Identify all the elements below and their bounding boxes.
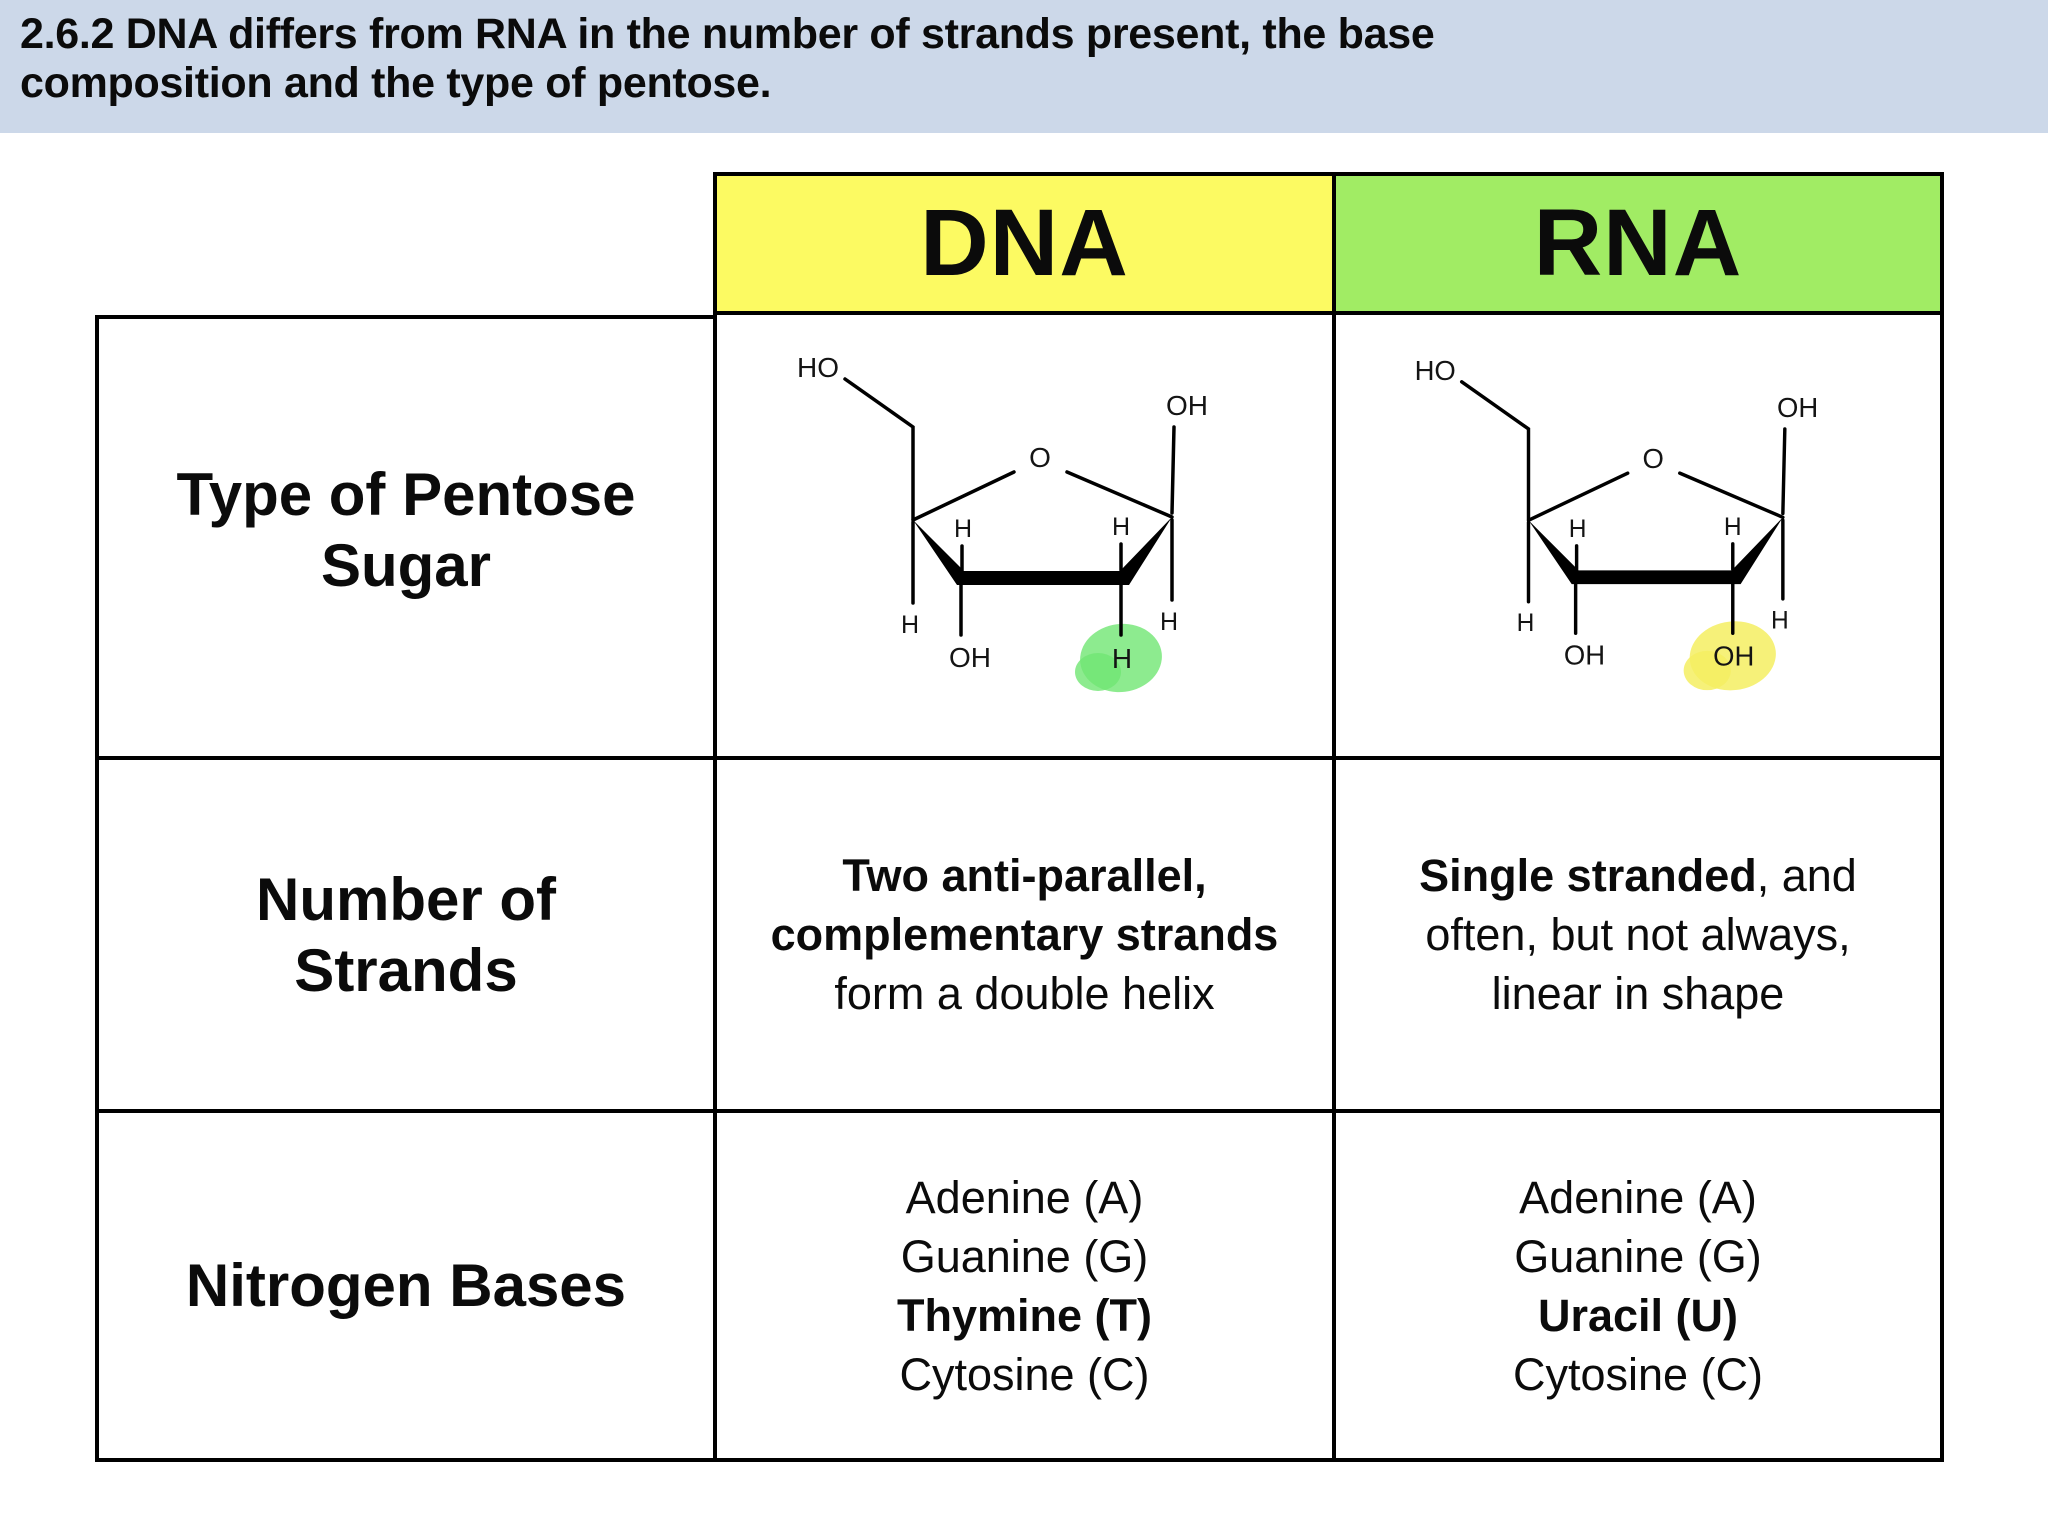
header-label-rna: RNA xyxy=(1533,190,1743,296)
comparison-table: DNA RNA Type of Pentose Sugar xyxy=(95,172,1944,1462)
label-c2-highlighted: H xyxy=(1112,643,1132,674)
bond-lines xyxy=(843,377,1176,637)
cell-dna-pentose: HO O OH H H H OH H H xyxy=(713,315,1332,760)
label-h-ring-right: H xyxy=(1112,513,1130,541)
label-oh-c3: OH xyxy=(949,642,991,673)
cell-rna-pentose: HO O OH H H H OH OH H xyxy=(1332,315,1944,760)
dna-base-thymine: Thymine (T) xyxy=(897,1289,1152,1341)
rna-strands-line-1: Single stranded, and xyxy=(1419,846,1857,905)
ring-bold-wedge xyxy=(913,517,1172,585)
title-banner: 2.6.2 DNA differs from RNA in the number… xyxy=(0,0,2048,133)
cell-rna-bases: Adenine (A) Guanine (G) Uracil (U) Cytos… xyxy=(1332,1113,1944,1462)
rna-strands-rest: , and xyxy=(1756,850,1857,901)
header-label-dna: DNA xyxy=(920,190,1129,296)
label-h-c1: H xyxy=(1771,607,1789,634)
dna-strands-line-2: complementary strands xyxy=(770,909,1279,960)
label-h-ring-left: H xyxy=(954,515,972,543)
rna-strands-bold: Single stranded xyxy=(1419,850,1757,901)
label-h-ring-left: H xyxy=(1569,516,1587,543)
rna-base-adenine: Adenine (A) xyxy=(1519,1171,1757,1223)
rna-base-uracil: Uracil (U) xyxy=(1537,1289,1739,1341)
label-h-c4: H xyxy=(1517,610,1535,637)
ribose-structure: HO O OH H H H OH OH H xyxy=(1415,355,1818,691)
cell-dna-strands: Two anti-parallel, complementary strands… xyxy=(713,760,1332,1113)
dna-strands-line-1: Two anti-parallel, xyxy=(842,850,1207,901)
row-label-pentose-line-2: Sugar xyxy=(320,532,492,599)
rna-strands-line-2: often, but not always, xyxy=(1425,909,1851,960)
rna-base-cytosine: Cytosine (C) xyxy=(1512,1348,1764,1400)
header-cell-rna: RNA xyxy=(1332,172,1944,315)
slide-title-line-1: 2.6.2 DNA differs from RNA in the number… xyxy=(20,10,1435,58)
label-ho: HO xyxy=(797,352,839,383)
header-cell-dna: DNA xyxy=(713,172,1332,315)
slide-title-line-2: composition and the type of pentose. xyxy=(20,59,772,107)
row-label-pentose: Type of Pentose Sugar xyxy=(95,315,713,760)
row-label-strands-line-2: Strands xyxy=(294,936,518,1004)
label-oh-c3: OH xyxy=(1564,640,1605,671)
highlight-blob-dna xyxy=(1075,623,1162,693)
label-h-c1: H xyxy=(1160,608,1178,636)
label-ring-oxygen: O xyxy=(1029,442,1051,473)
label-oh-top: OH xyxy=(1777,392,1818,423)
dna-strands-line-3: form a double helix xyxy=(834,968,1215,1019)
row-label-strands-line-1: Number of xyxy=(256,865,556,933)
rna-strands-line-3: linear in shape xyxy=(1491,968,1785,1019)
bond-lines xyxy=(1459,380,1787,635)
label-ring-oxygen: O xyxy=(1643,443,1664,474)
label-h-ring-right: H xyxy=(1724,514,1742,541)
dna-base-adenine: Adenine (A) xyxy=(905,1171,1144,1223)
label-h-c4: H xyxy=(901,611,919,639)
deoxyribose-structure: HO O OH H H H OH H H xyxy=(797,352,1208,693)
row-label-bases: Nitrogen Bases xyxy=(95,1113,713,1462)
dna-base-cytosine: Cytosine (C) xyxy=(899,1348,1150,1400)
label-c2-highlighted: OH xyxy=(1713,641,1754,672)
row-label-bases-line-1: Nitrogen Bases xyxy=(185,1252,627,1319)
row-label-pentose-line-1: Type of Pentose xyxy=(176,461,636,528)
cell-dna-bases: Adenine (A) Guanine (G) Thymine (T) Cyto… xyxy=(713,1113,1332,1462)
cell-rna-strands: Single stranded, and often, but not alwa… xyxy=(1332,760,1944,1113)
row-label-strands: Number of Strands xyxy=(95,760,713,1113)
ring-bold-wedge xyxy=(1528,517,1783,585)
dna-base-guanine: Guanine (G) xyxy=(900,1230,1149,1282)
label-ho: HO xyxy=(1415,355,1456,386)
empty-corner-cell xyxy=(95,172,713,315)
label-oh-top: OH xyxy=(1166,390,1208,421)
rna-base-guanine: Guanine (G) xyxy=(1514,1230,1762,1282)
highlight-blob-rna xyxy=(1683,621,1776,691)
